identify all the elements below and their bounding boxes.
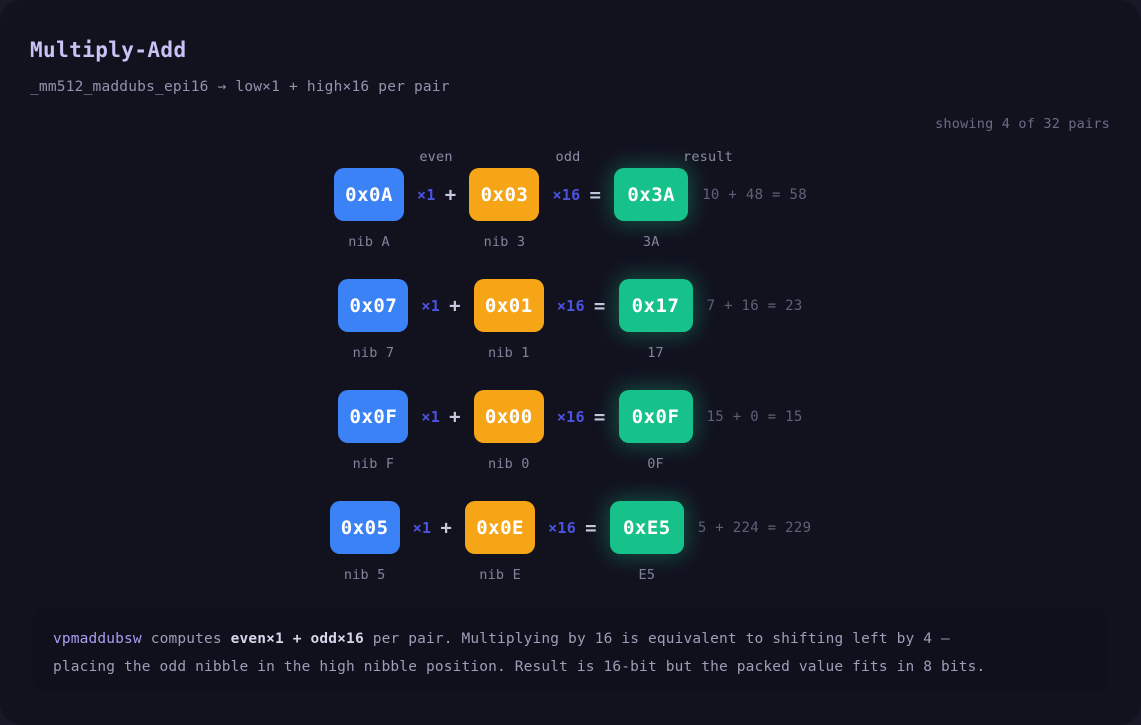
pair-count-status: showing 4 of 32 pairs	[935, 116, 1110, 132]
even-chip[interactable]: 0x0F	[338, 390, 409, 443]
plus-symbol: +	[449, 294, 461, 317]
arithmetic-text: 5 + 224 = 229	[697, 519, 812, 536]
odd-cell[interactable]: 0x03 nib 3	[469, 168, 540, 250]
multiplier-sixteen: ×16	[556, 407, 585, 426]
equals-symbol: =	[585, 516, 597, 539]
result-chip[interactable]: 0xE5	[609, 501, 684, 554]
result-sublabel: E5	[638, 567, 656, 583]
column-captions: even odd result	[0, 149, 1141, 165]
note-text-a: computes	[141, 631, 231, 647]
multiplier-sixteen: ×16	[556, 296, 585, 315]
pair-rows: 0x0A nib A ×1 + 0x03 nib 3 ×16 = 0x3A 3A…	[0, 168, 1141, 612]
table-row: 0x05 nib 5 ×1 + 0x0E nib E ×16 = 0xE5 E5…	[0, 501, 1141, 612]
even-cell[interactable]: 0x05 nib 5	[329, 501, 400, 583]
note-line-2: placing the odd nibble in the high nibbl…	[53, 659, 986, 675]
note-text-b: per pair. Multiplying by 16 is equivalen…	[363, 631, 950, 647]
odd-cell[interactable]: 0x0E nib E	[465, 501, 536, 583]
table-row: 0x0A nib A ×1 + 0x03 nib 3 ×16 = 0x3A 3A…	[0, 168, 1141, 279]
even-chip[interactable]: 0x07	[338, 279, 409, 332]
plus-symbol: +	[440, 516, 453, 539]
column-caption-odd: odd	[555, 149, 581, 165]
odd-sublabel: nib 0	[487, 456, 530, 472]
even-cell[interactable]: 0x07 nib 7	[338, 279, 409, 361]
header: Multiply-Add _mm512_maddubs_epi16 → low×…	[0, 0, 1141, 95]
equals-symbol: =	[589, 183, 602, 206]
result-cell[interactable]: 0x0F 0F	[618, 390, 693, 472]
multiplier-sixteen: ×16	[548, 518, 577, 537]
arithmetic-text: 10 + 48 = 58	[702, 186, 807, 203]
arithmetic-text: 15 + 0 = 15	[706, 408, 803, 425]
page-title: Multiply-Add	[30, 38, 187, 62]
even-sublabel: nib A	[348, 234, 390, 250]
even-cell[interactable]: 0x0A nib A	[334, 168, 405, 250]
even-sublabel: nib F	[352, 456, 395, 472]
instruction-mnemonic: vpmaddubsw	[53, 631, 142, 647]
odd-chip[interactable]: 0x00	[473, 390, 544, 443]
odd-chip[interactable]: 0x03	[469, 168, 540, 221]
equals-symbol: =	[593, 294, 606, 317]
result-chip[interactable]: 0x17	[618, 279, 693, 332]
multiplier-one: ×1	[421, 407, 441, 426]
note-line-1: vpmaddubsw computes even×1 + odd×16 per …	[53, 625, 1088, 653]
multiplier-one: ×1	[412, 518, 432, 537]
odd-cell[interactable]: 0x00 nib 0	[473, 390, 544, 472]
even-cell[interactable]: 0x0F nib F	[338, 390, 409, 472]
odd-cell[interactable]: 0x01 nib 1	[473, 279, 544, 361]
even-chip[interactable]: 0x0A	[334, 168, 405, 221]
result-sublabel: 17	[647, 345, 664, 361]
table-row: 0x07 nib 7 ×1 + 0x01 nib 1 ×16 = 0x17 17…	[0, 279, 1141, 390]
explanation-note: vpmaddubsw computes even×1 + odd×16 per …	[33, 607, 1108, 691]
result-cell[interactable]: 0xE5 E5	[609, 501, 684, 583]
arithmetic-text: 7 + 16 = 23	[706, 297, 803, 314]
multiplier-sixteen: ×16	[552, 185, 581, 204]
result-chip[interactable]: 0x0F	[618, 390, 693, 443]
even-sublabel: nib 7	[352, 345, 395, 361]
even-chip[interactable]: 0x05	[329, 501, 400, 554]
result-cell[interactable]: 0x17 17	[618, 279, 693, 361]
column-caption-even: even	[419, 149, 453, 165]
result-sublabel: 3A	[642, 234, 660, 250]
result-sublabel: 0F	[647, 456, 664, 472]
odd-sublabel: nib E	[479, 567, 521, 583]
multiplier-one: ×1	[421, 296, 441, 315]
plus-symbol: +	[449, 405, 461, 428]
odd-chip[interactable]: 0x01	[473, 279, 544, 332]
odd-chip[interactable]: 0x0E	[465, 501, 536, 554]
note-formula: even×1 + odd×16	[230, 631, 364, 647]
multiplier-one: ×1	[417, 185, 436, 204]
result-cell[interactable]: 0x3A 3A	[614, 168, 689, 250]
odd-sublabel: nib 3	[483, 234, 526, 250]
result-chip[interactable]: 0x3A	[614, 168, 689, 221]
page-subtitle: _mm512_maddubs_epi16 → low×1 + high×16 p…	[30, 79, 450, 95]
odd-sublabel: nib 1	[487, 345, 530, 361]
plus-symbol: +	[444, 183, 457, 206]
caption-row: even odd result	[396, 149, 745, 165]
equals-symbol: =	[593, 405, 606, 428]
even-sublabel: nib 5	[343, 567, 386, 583]
column-caption-result: result	[683, 149, 733, 165]
table-row: 0x0F nib F ×1 + 0x00 nib 0 ×16 = 0x0F 0F…	[0, 390, 1141, 501]
